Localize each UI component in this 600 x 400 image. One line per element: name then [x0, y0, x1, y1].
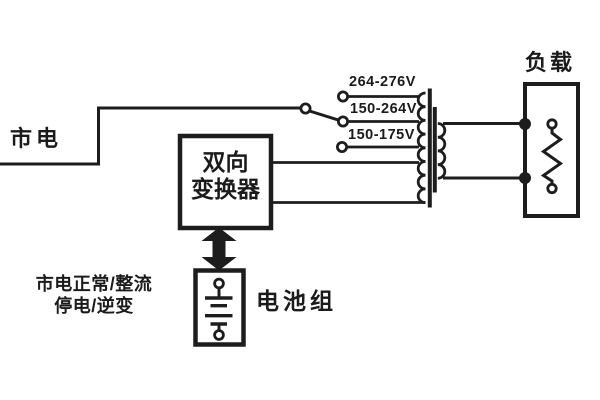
switch-pivot	[299, 102, 312, 115]
load-label: 负载	[525, 50, 576, 75]
resistor-terminal-top	[546, 118, 558, 130]
operating-mode-label: 市电正常/整流 停电/逆变	[12, 274, 176, 317]
battery-terminal-bottom	[213, 329, 225, 341]
converter-label-line1: 双向	[202, 149, 249, 175]
load-box	[523, 82, 580, 218]
mode-label-line2: 停电/逆变	[54, 295, 134, 316]
mains-wire	[0, 106, 301, 166]
junction-dot-bottom	[519, 172, 531, 184]
switch-contact-2	[336, 115, 349, 128]
converter-label-line2: 变换器	[191, 176, 260, 202]
tap-label-264-276v: 264-276V	[349, 74, 416, 90]
resistor-zigzag	[540, 128, 564, 185]
resistor-icon	[540, 118, 564, 195]
autotransformer	[416, 88, 447, 208]
battery-terminal-top	[213, 277, 225, 290]
converter-label: 双向 变换器	[180, 149, 271, 203]
switch-contact-1	[336, 90, 349, 103]
converter-box	[177, 133, 274, 231]
junction-dot-top	[519, 118, 531, 130]
battery-icon	[205, 277, 233, 341]
resistor-terminal-bottom	[546, 182, 558, 195]
switch-contact-3	[335, 140, 348, 153]
tap-label-150-264v: 150-264V	[350, 101, 417, 117]
secondary-coil	[437, 122, 447, 180]
battery-label: 电池组	[256, 288, 337, 314]
voltage-selector-switch	[299, 90, 349, 153]
tap-label-150-175v: 150-175V	[348, 127, 415, 143]
mode-label-line1: 市电正常/整流	[35, 274, 153, 294]
switch-arm	[309, 109, 340, 122]
primary-coil	[416, 91, 426, 204]
mains-label: 市电	[10, 126, 63, 151]
bidirectional-arrow-icon	[201, 227, 237, 271]
